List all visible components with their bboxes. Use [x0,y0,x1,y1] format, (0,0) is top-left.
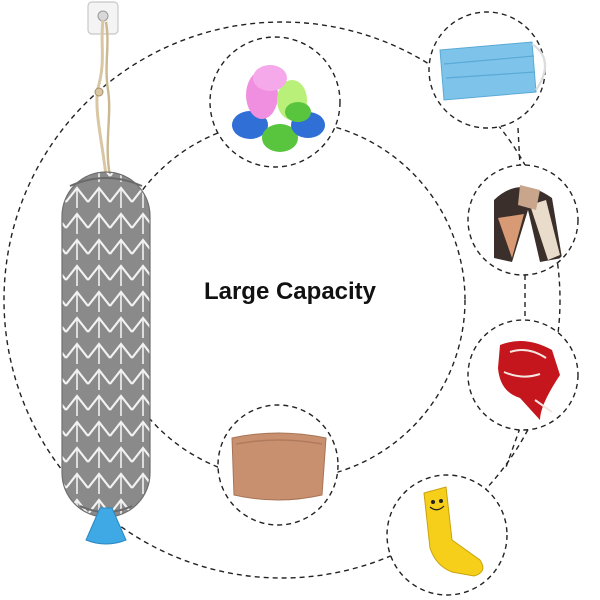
tube-top-icon [217,404,339,526]
sock-icon [386,474,508,596]
scarf-icon [467,164,579,276]
blue-bag-tassel-icon [85,507,127,545]
headline: Large Capacity [203,278,377,305]
connector-line [504,127,526,471]
large-dashed-circle [3,21,561,579]
hanging-bag-holder [61,171,151,518]
trash-bag-rolls-icon [209,36,341,168]
rope-icon [94,19,112,177]
bandana-icon [467,319,579,431]
face-mask-icon [428,11,547,129]
